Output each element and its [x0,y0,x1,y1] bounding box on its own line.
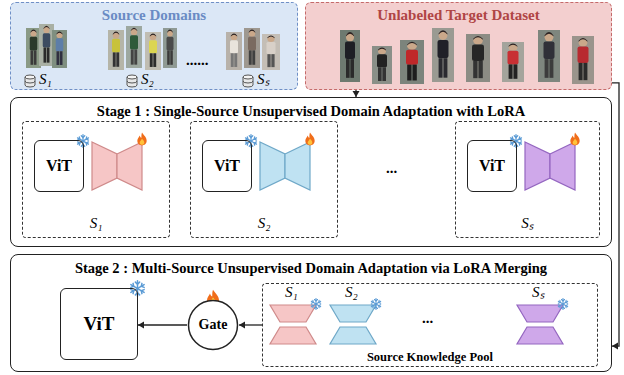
pedestrian-image [39,24,54,66]
pedestrian-image [572,36,594,84]
source-label: S₂ [345,284,358,301]
trainable-icon [137,133,146,146]
pedestrian-image [52,30,67,68]
label-holder: S₁ [285,284,298,301]
lora-module [525,142,550,190]
pedestrian-image [400,40,424,84]
vit-box: ViT [202,140,252,192]
lora-module [330,327,376,344]
pedestrian-image [538,30,560,82]
lora-module [550,142,575,190]
panel-title: Unlabeled Target Dataset [377,3,540,24]
pedestrian-image [502,42,524,82]
gate-circle: Gate [187,299,239,351]
vit-box: ViT [34,140,84,192]
stage-title: Stage 1 : Single-Source Unsupervised Dom… [97,98,525,120]
source-images [26,24,280,70]
label-holder: S₂ [345,284,358,301]
pedestrian-image [340,30,360,82]
database-icon [25,75,35,87]
source-label: S₁ [39,71,52,88]
pedestrian-image [226,32,242,70]
source-label: S₂ [258,215,271,232]
model-name: ViT [479,157,505,175]
trainable-icon [305,133,314,146]
database-icon [243,75,253,87]
target-panel-fill [305,2,612,90]
label-holder: Sₛ [532,284,545,301]
label-holder: ... [422,310,433,327]
label-holder: S₂ [141,71,154,88]
lora-module [270,327,316,344]
lora-module [117,142,142,190]
target-images [340,28,594,84]
lora-module [517,305,563,322]
pedestrian-image [244,28,260,68]
connector-arrow [239,322,262,329]
model-name: ViT [46,157,72,175]
lora-module [260,142,285,190]
ellipsis: ... [422,310,433,327]
pedestrian-image [466,34,490,82]
frozen-icon [78,135,89,148]
lora-module [517,327,563,344]
source-label: Sₛ [257,71,270,88]
model-name: ViT [214,157,240,175]
pool-label: Source Knowledge Pool [367,350,493,364]
lora-module [285,142,310,190]
frozen-icon [558,299,567,310]
lora-modules-stage1 [92,142,575,190]
pedestrian-image [262,34,280,70]
label-holder: ...... [186,52,209,69]
label-holder: ... [386,160,397,177]
label-holder: Sₛ [257,71,270,88]
pedestrian-image [432,28,454,82]
frozen-icon [246,135,257,148]
pedestrian-image [145,32,161,70]
connector-arrow [138,322,187,329]
panel-title: Source Domains [102,3,206,24]
pedestrian-image [126,26,142,68]
frozen-icon [371,299,380,310]
label-holder: S₁ [39,71,52,88]
pedestrian-image [26,28,41,68]
lora-module [92,142,117,190]
gate-label: Gate [199,317,228,333]
frozen-icon [311,299,320,310]
source-model-box: Sₛ ViT [455,121,600,238]
stage-box: Stage 1 : Single-Source Unsupervised Dom… [10,97,612,247]
source-label: S₁ [285,284,298,301]
connector-arrow [353,90,360,97]
model-name: ViT [84,313,115,335]
trainable-icon [570,133,579,146]
source-label: Sₛ [521,215,534,232]
stage-box: Stage 2 : Multi-Source Unsupervised Doma… [10,254,612,372]
source-label: S₂ [141,71,154,88]
source-label: S₁ [90,215,103,232]
stage-title: Stage 2 : Multi-Source Unsupervised Doma… [75,255,547,277]
lora-module [330,305,376,322]
source-panel-fill [10,2,298,90]
source-model-box: S₂ ViT [190,121,338,238]
lora-modules-pool [270,305,563,344]
lora-module [270,305,316,322]
target-dataset-panel: Unlabeled Target Dataset [305,2,612,90]
vit-box: ViT [467,140,517,192]
vit-box: ViT [60,288,138,360]
pedestrian-image [163,28,177,68]
source-label: Sₛ [532,284,545,301]
source-model-box: S₁ ViT [22,121,170,238]
database-icon [127,75,137,87]
pedestrian-image [372,46,392,84]
ellipsis: ...... [186,52,209,69]
source-domains-panel: Source Domains [10,2,298,90]
ellipsis: ... [386,160,397,177]
connector-arrow [612,83,619,350]
pedestrian-image [108,30,124,70]
